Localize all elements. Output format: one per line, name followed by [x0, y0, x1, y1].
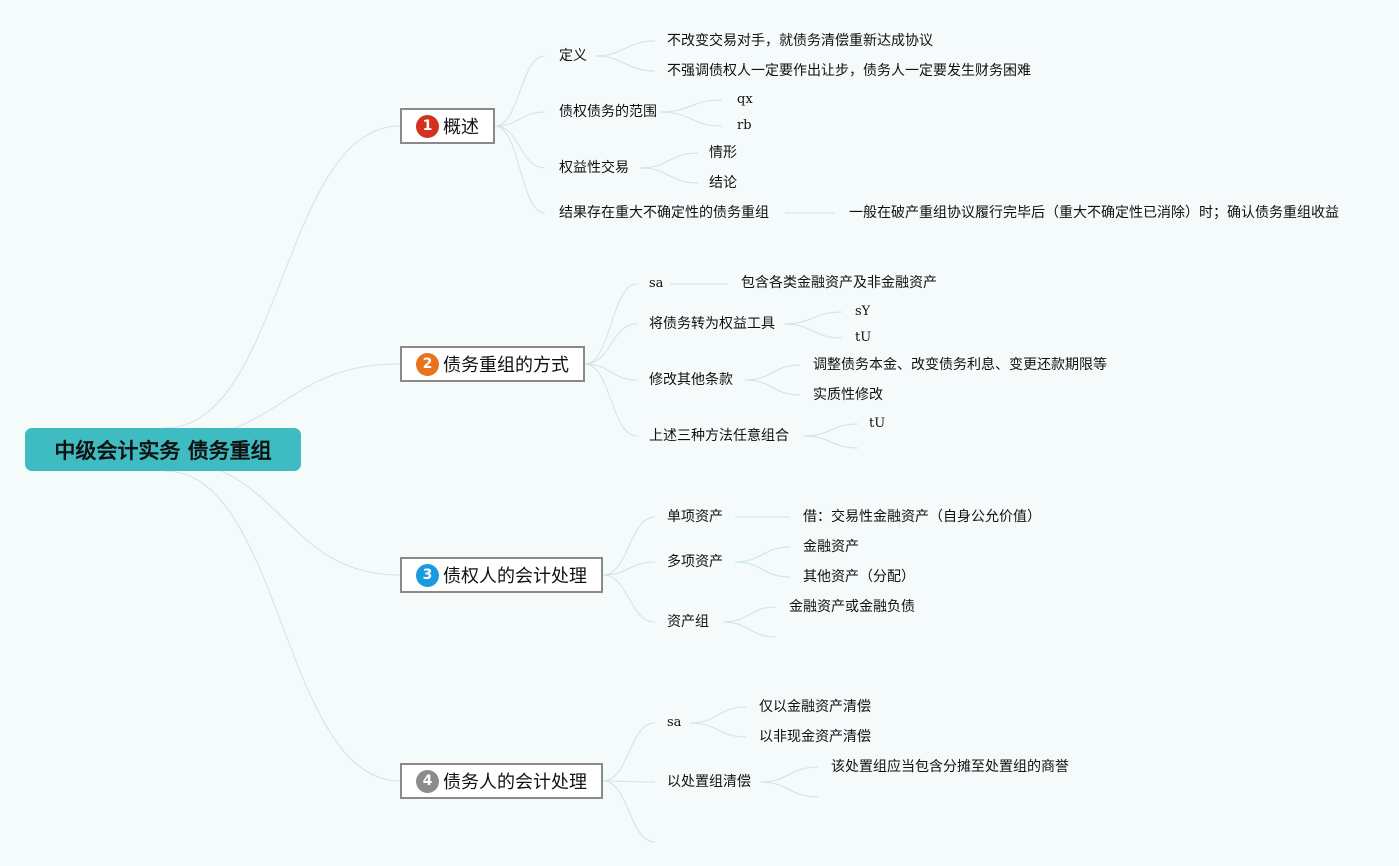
branch-label: 概述 — [443, 117, 479, 138]
link-b1-scope-0 — [659, 99, 723, 113]
link-b1-eq-1 — [639, 167, 699, 184]
link-b1-0 — [494, 55, 546, 127]
node-modify-terms[interactable]: 修改其他条款 — [649, 372, 733, 388]
link-b2-1 — [584, 323, 638, 365]
link-b4-sa-0 — [689, 706, 747, 724]
link-b3-group-1 — [722, 621, 777, 638]
link-b2-3 — [584, 363, 638, 437]
node-sa[interactable]: sa — [649, 276, 664, 291]
link-b2-2 — [584, 363, 638, 381]
link-b4-1 — [602, 780, 656, 783]
link-b3-multi-1 — [734, 561, 791, 578]
link-b1-scope-1 — [659, 111, 723, 127]
leaf-single-asset[interactable]: 借：交易性金融资产（自身公允价值） — [803, 509, 1041, 525]
number-badge-4: 4 — [416, 769, 439, 793]
link-b2-0 — [584, 283, 638, 365]
leaf-tU[interactable]: tU — [855, 330, 872, 345]
leaf-financial-assets[interactable]: 金融资产 — [803, 539, 859, 555]
leaf-uncertain-result[interactable]: 一般在破产重组协议履行完毕后（重大不确定性已消除）时；确认债务重组收益 — [849, 205, 1339, 221]
link-b2-modify-0 — [744, 364, 801, 381]
link-b4-0 — [602, 722, 656, 782]
node-uncertain-result[interactable]: 结果存在重大不确定性的债务重组 — [559, 205, 769, 221]
branch-debtor-accounting[interactable]: 4 债务人的会计处理 — [400, 763, 603, 799]
node-disposal-group[interactable]: 以处置组清偿 — [667, 774, 751, 790]
leaf-financial-only[interactable]: 仅以金融资产清偿 — [759, 699, 871, 715]
link-b1-2 — [494, 125, 546, 169]
branch-label: 债权人的会计处理 — [443, 566, 587, 587]
link-b2-combo-0 — [803, 423, 859, 437]
link-root-b3 — [164, 459, 401, 576]
node-debt-to-equity[interactable]: 将债务转为权益工具 — [649, 316, 775, 332]
leaf-substantial-modification[interactable]: 实质性修改 — [813, 387, 883, 403]
link-b3-group-0 — [722, 606, 777, 623]
link-b2-equity-0 — [783, 311, 843, 325]
link-b4-sa-1 — [689, 722, 747, 738]
link-b3-1 — [602, 561, 656, 576]
leaf-sa-assets[interactable]: 包含各类金融资产及非金融资产 — [741, 275, 937, 291]
branch-label: 债务人的会计处理 — [443, 772, 587, 793]
leaf-non-cash[interactable]: 以非现金资产清偿 — [759, 729, 871, 745]
branch-overview[interactable]: 1 概述 — [400, 108, 495, 144]
leaf-asset-group[interactable]: 金融资产或金融负债 — [789, 599, 915, 615]
number-badge-3: 3 — [416, 563, 439, 587]
link-b4-disposal-0 — [759, 766, 819, 783]
number-badge-1: 1 — [416, 114, 439, 138]
link-b1-eq-0 — [639, 152, 699, 169]
link-root-b4 — [164, 470, 401, 782]
node-scope[interactable]: 债权债务的范围 — [559, 104, 657, 120]
link-b4-disposal-1 — [759, 781, 819, 798]
number-badge-2: 2 — [416, 352, 439, 376]
branch-label: 债务重组的方式 — [443, 355, 569, 376]
link-b3-multi-0 — [734, 546, 791, 563]
node-definition[interactable]: 定义 — [559, 48, 587, 64]
link-b2-combo-1 — [803, 435, 859, 449]
leaf-definition-2[interactable]: 不强调债权人一定要作出让步，债务人一定要发生财务困难 — [667, 63, 1031, 79]
leaf-goodwill[interactable]: 该处置组应当包含分摊至处置组的商誉 — [831, 759, 1069, 775]
root-topic[interactable]: 中级会计实务 债务重组 — [25, 428, 301, 471]
leaf-combination-tU[interactable]: tU — [869, 416, 886, 431]
leaf-definition-1[interactable]: 不改变交易对手，就债务清偿重新达成协议 — [667, 33, 933, 49]
link-b1-def-0 — [594, 40, 656, 57]
node-single-asset[interactable]: 单项资产 — [667, 509, 723, 525]
link-b2-equity-1 — [783, 323, 843, 339]
link-b1-def-1 — [594, 55, 656, 72]
link-b3-0 — [602, 516, 656, 576]
link-b3-2 — [602, 574, 656, 623]
branch-methods[interactable]: 2 债务重组的方式 — [400, 346, 585, 382]
link-root-b1 — [164, 125, 401, 429]
leaf-adjust-principal[interactable]: 调整债务本金、改变债务利息、变更还款期限等 — [813, 357, 1107, 373]
leaf-equity-conclusion[interactable]: 结论 — [709, 175, 737, 191]
node-asset-group[interactable]: 资产组 — [667, 614, 709, 630]
node-equity-transaction[interactable]: 权益性交易 — [559, 160, 629, 176]
leaf-scope-qx[interactable]: qx — [737, 92, 753, 107]
link-b4-2 — [602, 780, 656, 843]
leaf-other-assets[interactable]: 其他资产（分配） — [803, 569, 915, 585]
leaf-equity-situation[interactable]: 情形 — [709, 145, 737, 161]
leaf-sY[interactable]: sY — [855, 304, 871, 319]
leaf-scope-rb[interactable]: rb — [737, 118, 752, 133]
link-b2-modify-1 — [744, 379, 801, 396]
node-debtor-sa[interactable]: sa — [667, 715, 682, 730]
node-multiple-assets[interactable]: 多项资产 — [667, 554, 723, 570]
node-combination[interactable]: 上述三种方法任意组合 — [649, 428, 789, 444]
link-b1-3 — [494, 125, 546, 214]
branch-creditor-accounting[interactable]: 3 债权人的会计处理 — [400, 557, 603, 593]
link-b1-1 — [494, 111, 546, 127]
